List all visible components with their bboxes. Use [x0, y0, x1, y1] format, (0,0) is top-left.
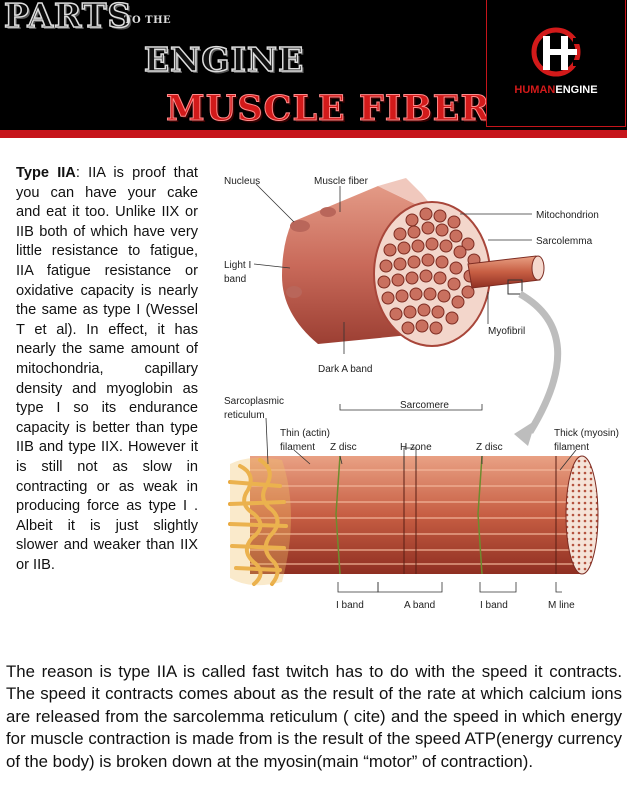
sarcoplasmic-reticulum-mesh — [228, 458, 288, 586]
logo-wordmark: HUMANENGINE — [487, 84, 625, 96]
fast-twitch-paragraph: The reason is type IIA is called fast tw… — [6, 662, 622, 771]
label-a-band: A band — [404, 600, 435, 611]
label-i-band-2: I band — [480, 600, 508, 611]
type-iia-heading: Type IIA — [16, 165, 76, 181]
label-thick-filament-2: filament — [554, 442, 589, 453]
label-sarcoplasmic-2: reticulum — [224, 410, 265, 421]
header-banner: PARTS TO THE ENGINE MUSCLE FIBERS HUMANE… — [0, 0, 627, 136]
label-dark-a-band: Dark A band — [318, 364, 372, 375]
label-nucleus: Nucleus — [224, 176, 260, 187]
label-sarcomere: Sarcomere — [400, 400, 449, 411]
label-thick-filament-1: Thick (myosin) — [554, 428, 619, 439]
myofibril-cross-sections — [377, 207, 481, 335]
label-mitochondrion: Mitochondrion — [536, 210, 599, 221]
label-m-line: M line — [548, 600, 575, 611]
muscle-fiber-diagram: Nucleus Muscle fiber Mitochondrion Sarco… — [224, 176, 619, 611]
title-parts: PARTS — [3, 0, 133, 36]
label-muscle-fiber: Muscle fiber — [314, 176, 369, 187]
title-to-the: TO THE — [124, 15, 172, 26]
logo: HUMANENGINE — [486, 0, 626, 127]
header-divider — [0, 130, 627, 138]
label-z-disc-1: Z disc — [330, 442, 357, 453]
zoom-arrow-head — [514, 420, 536, 446]
logo-human: HUMAN — [514, 84, 556, 96]
label-myofibril: Myofibril — [488, 326, 525, 337]
label-light-band-1: Light I — [224, 260, 251, 271]
label-thin-filament-1: Thin (actin) — [280, 428, 330, 439]
label-thin-filament-2: filament — [280, 442, 315, 453]
label-z-disc-2: Z disc — [476, 442, 503, 453]
label-light-band-2: band — [224, 274, 246, 285]
label-h-zone: H zone — [400, 442, 432, 453]
title-engine: ENGINE — [143, 39, 305, 80]
human-engine-logo-icon — [531, 27, 583, 77]
logo-engine: ENGINE — [555, 84, 598, 96]
page-title: MUSCLE FIBERS — [166, 88, 517, 130]
label-i-band-1: I band — [336, 600, 364, 611]
myofibril-strand — [467, 255, 545, 295]
label-sarcoplasmic-1: Sarcoplasmic — [224, 396, 284, 407]
type-iia-body: : IIA is proof that you can have your ca… — [16, 165, 198, 573]
label-sarcolemma: Sarcolemma — [536, 236, 593, 247]
zoom-arrow — [518, 290, 562, 434]
muscle-fiber-illustration: Nucleus Muscle fiber Mitochondrion Sarco… — [224, 176, 599, 375]
type-iia-paragraph: Type IIA: IIA is proof that you can have… — [16, 164, 198, 575]
sarcomere-illustration: Sarcoplasmic reticulum Sarcomere Thin (a… — [224, 396, 619, 611]
